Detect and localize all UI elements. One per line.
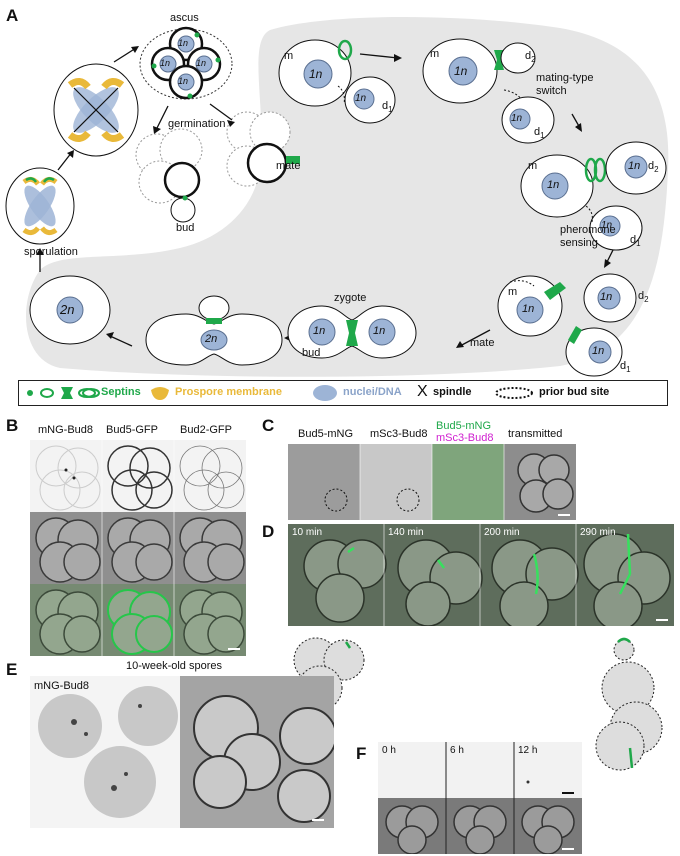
- ascus-nuclei: [159, 35, 213, 91]
- germinating-spore: [163, 161, 201, 199]
- nucleus-label: 1n: [628, 160, 641, 172]
- legend-prospore: Prospore membrane: [175, 386, 282, 398]
- label-d2-c: d2: [638, 290, 649, 305]
- time-label-1: 10 min: [292, 527, 323, 538]
- life-cycle-diagram: [5, 17, 669, 377]
- nucleus-label: 1n: [592, 345, 605, 357]
- label-m-3: m: [528, 160, 538, 172]
- nucleus-label: 1n: [373, 325, 386, 337]
- panel-b-header-3: Bud2-GFP: [180, 424, 232, 436]
- nucleus-label: 1n: [178, 76, 189, 86]
- septin-legend-icon: [27, 387, 100, 399]
- label-sporulation: sporulation: [24, 246, 78, 258]
- prospore-legend-icon: [151, 387, 169, 400]
- nucleus-label: 1n: [454, 64, 468, 78]
- nuclei-legend-icon: [313, 385, 337, 401]
- legend-spindle: spindle: [433, 386, 472, 398]
- panel-c-header-4: mSc3-Bud8: [436, 432, 494, 444]
- panel-c-micrographs: [288, 444, 576, 520]
- label-d2-b: d2: [648, 160, 659, 175]
- label-ascus: ascus: [170, 12, 199, 24]
- panel-b-header-1: mNG-Bud8: [38, 424, 94, 436]
- label-m-4: m: [508, 286, 518, 298]
- label-bud-2: bud: [302, 347, 321, 359]
- nucleus-label: 1n: [160, 58, 171, 68]
- panel-f-micrographs: [378, 742, 582, 854]
- diploid-bud: [198, 295, 230, 321]
- nucleus-label: 1n: [600, 291, 613, 303]
- spindle-icon: X: [417, 383, 428, 400]
- sporulation-cell-top-contents: [67, 78, 125, 142]
- panel-c-header-1: Bud5-mNG: [298, 428, 354, 440]
- label-mating-type-switch: mating-type switch: [536, 72, 594, 97]
- prior-bud-legend-icon: [495, 387, 533, 399]
- label-d1-d: d1: [620, 360, 631, 375]
- nucleus-label: 1n: [547, 179, 560, 191]
- legend-prior-bud: prior bud site: [539, 386, 610, 398]
- panel-label-c: C: [262, 416, 275, 435]
- nucleus-label: 1n: [511, 113, 523, 124]
- ascus-septin-dots: [151, 32, 221, 99]
- time-label-4: 290 min: [580, 527, 616, 538]
- panel-label-a: A: [6, 6, 19, 25]
- label-mate-2: mate: [470, 337, 495, 349]
- panel-d-schematic-right: [595, 637, 663, 771]
- germination-bud: [170, 197, 196, 223]
- panel-d-timelapse: [288, 524, 674, 626]
- zygote-septin: [346, 320, 358, 346]
- shmoo-septin-4: [544, 282, 566, 300]
- time-label-3: 200 min: [484, 527, 520, 538]
- panel-label-d: D: [262, 522, 275, 541]
- label-zygote: zygote: [334, 292, 367, 304]
- daughter-bud-2: [500, 42, 536, 74]
- label-d1-b: d1: [534, 126, 545, 141]
- mate-septin-bar: [286, 156, 300, 164]
- nucleus-label: 1n: [178, 38, 189, 48]
- label-bud: bud: [176, 222, 195, 234]
- label-d1-a: d1: [382, 100, 393, 115]
- nucleus-label: 1n: [522, 303, 535, 315]
- panel-e-title: 10-week-old spores: [126, 660, 222, 672]
- panel-c-header-2: mSc3-Bud8: [370, 428, 428, 440]
- panel-label-f: F: [356, 744, 367, 763]
- panel-e-label: mNG-Bud8: [34, 680, 90, 692]
- legend-septins: Septins: [101, 386, 141, 398]
- panel-b-header-2: Bud5-GFP: [106, 424, 158, 436]
- panel-c-header-3: Bud5-mNG: [436, 420, 492, 432]
- label-pheromone-sensing: pheromone sensing: [560, 224, 616, 249]
- panel-e-micrographs: [30, 676, 334, 828]
- nucleus-label: 1n: [355, 93, 367, 104]
- panel-b-micrographs: [30, 440, 246, 656]
- label-m-1: m: [284, 50, 294, 62]
- label-m-2: m: [430, 48, 440, 60]
- label-d1-c: d1: [630, 234, 641, 249]
- panel-f-time-1: 0 h: [382, 745, 396, 756]
- label-mate: mate: [276, 160, 301, 172]
- nucleus-label: 1n: [309, 67, 323, 81]
- nucleus-label: 1n: [313, 325, 326, 337]
- nucleus-label: 1n: [601, 220, 613, 231]
- legend: Septins Prospore membrane nuclei/DNA X s…: [18, 380, 668, 406]
- legend-nuclei: nuclei/DNA: [343, 386, 402, 398]
- label-d2-a: d2: [525, 50, 536, 65]
- panel-f-time-3: 12 h: [518, 745, 538, 756]
- nucleus-label: 1n: [196, 58, 207, 68]
- panel-label-e: E: [6, 660, 18, 679]
- time-label-2: 140 min: [388, 527, 424, 538]
- ascus-outline: [139, 28, 233, 100]
- panel-c-header-5: transmitted: [508, 428, 563, 440]
- sporulation-cell-bottom-contents: [22, 176, 58, 236]
- septin-ring-1: [337, 39, 353, 61]
- label-germination: germination: [168, 118, 226, 130]
- panel-f-time-2: 6 h: [450, 745, 464, 756]
- nucleus-label: 2n: [205, 333, 218, 345]
- nucleus-label: 2n: [60, 302, 75, 317]
- panel-label-b: B: [6, 416, 19, 435]
